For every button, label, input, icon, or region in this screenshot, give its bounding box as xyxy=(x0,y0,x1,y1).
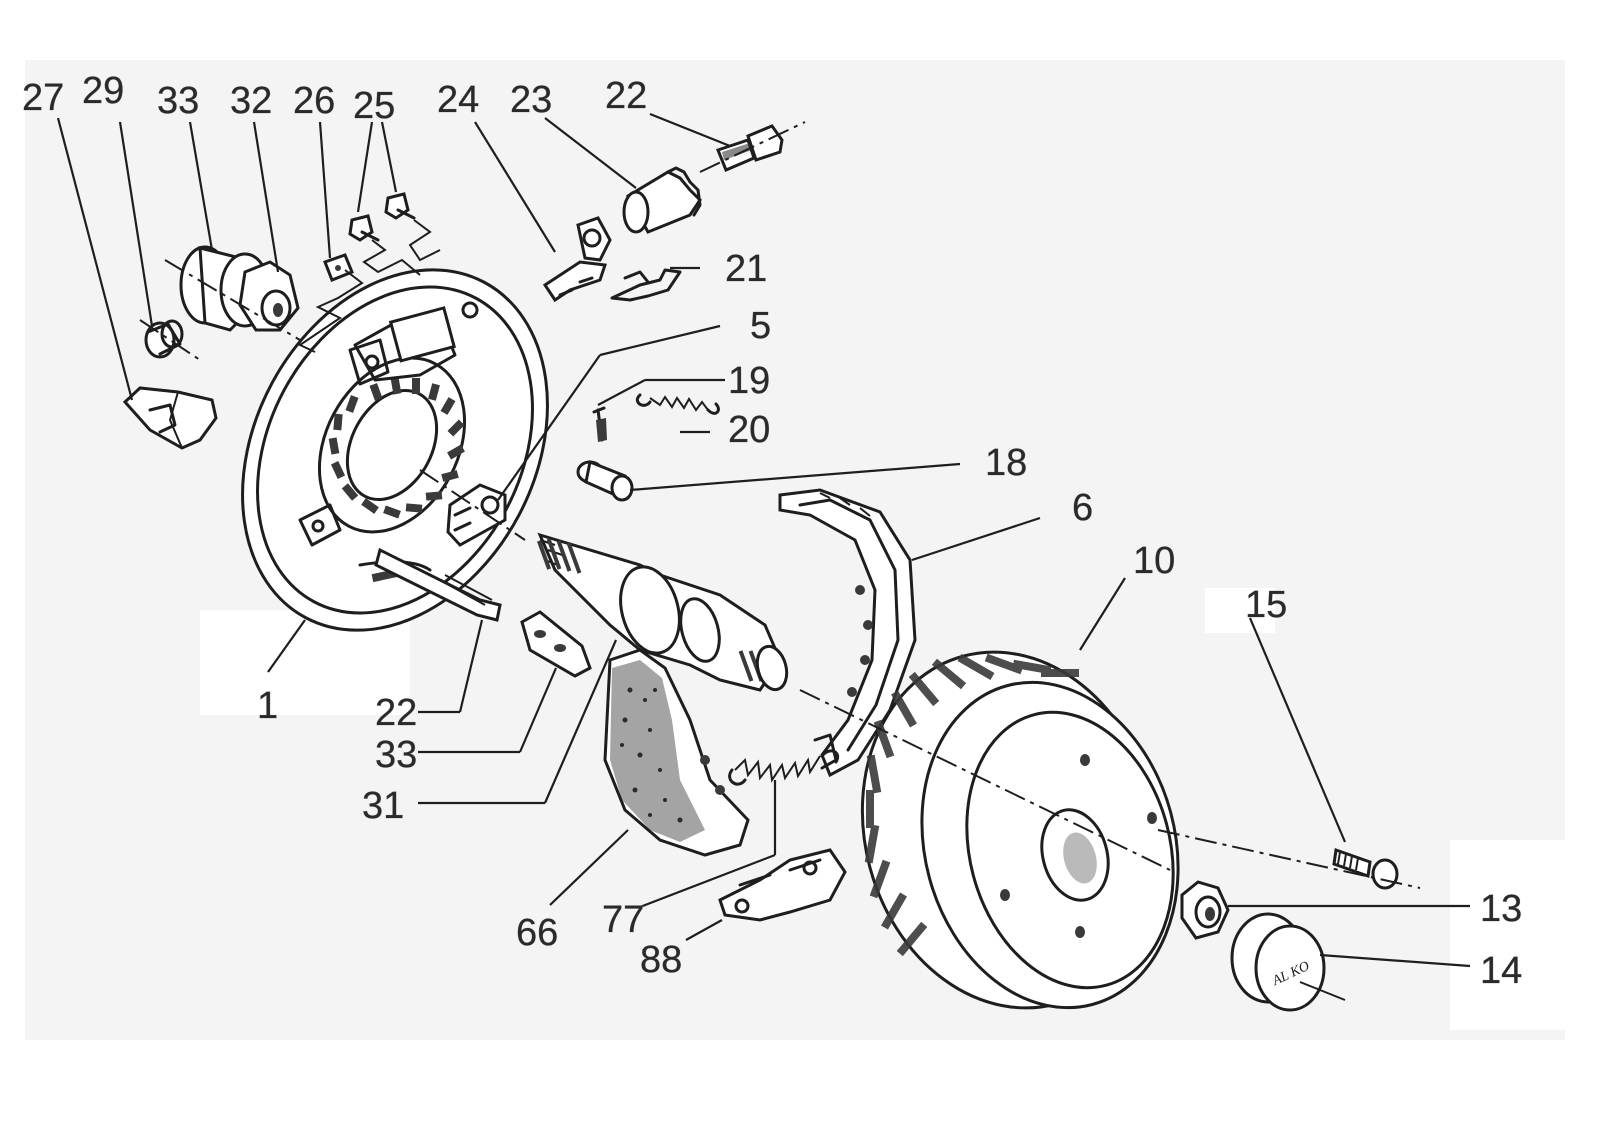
brake-shoe-upper-6 xyxy=(778,488,917,778)
label-25: 25 xyxy=(353,85,395,127)
label-33: 33 xyxy=(157,80,199,122)
label-22-top: 22 xyxy=(605,75,647,117)
hub-cap-14: AL KO xyxy=(1230,912,1346,1012)
label-7: 77 xyxy=(602,899,644,941)
label-13: 13 xyxy=(1480,888,1522,930)
brake-lever-8 xyxy=(718,848,847,922)
adjusting-bolt-22-top xyxy=(699,121,806,173)
label-10: 10 xyxy=(1133,540,1175,582)
label-27: 27 xyxy=(22,77,64,119)
brake-drum-10 xyxy=(799,650,1180,1010)
axle-stub-31 xyxy=(536,532,789,692)
wheel-bolt-15 xyxy=(1157,829,1421,890)
sleeve-29 xyxy=(139,319,201,361)
label-1: 1 xyxy=(257,685,278,727)
pin-19 xyxy=(592,406,607,442)
label-21: 21 xyxy=(725,248,767,290)
label-24: 24 xyxy=(437,79,479,121)
label-18: 18 xyxy=(985,442,1027,484)
adjuster-sleeve-23 xyxy=(622,166,702,234)
pushrod-22 xyxy=(374,547,502,622)
label-22: 22 xyxy=(375,692,417,734)
label-15: 15 xyxy=(1245,584,1287,626)
label-5: 5 xyxy=(750,305,771,347)
label-23: 23 xyxy=(510,79,552,121)
label-32: 32 xyxy=(230,80,272,122)
label-31: 31 xyxy=(362,785,404,827)
part-labels: 27 29 33 32 26 25 24 23 22 21 5 19 20 18… xyxy=(22,70,1523,993)
lever-24 xyxy=(542,216,612,303)
label-6: 66 xyxy=(516,912,558,954)
bolt-18 xyxy=(576,459,634,502)
return-spring-7 xyxy=(728,749,839,786)
screw-25a xyxy=(348,214,421,276)
label-14: 14 xyxy=(1480,950,1522,992)
label-3: 33 xyxy=(375,734,417,776)
nut-32 xyxy=(164,259,301,341)
label-20: 20 xyxy=(728,409,770,451)
hub-nut-13 xyxy=(1180,880,1230,940)
clip-26 xyxy=(297,253,364,353)
label-29: 29 xyxy=(82,70,124,112)
label-26: 26 xyxy=(293,80,335,122)
screw-25b xyxy=(384,192,441,262)
label-8: 88 xyxy=(640,939,682,981)
brake-shoe-lower-6 xyxy=(603,648,750,857)
label-6-top: 6 xyxy=(1072,487,1093,529)
spring-20 xyxy=(635,393,720,415)
bracket-3 xyxy=(520,610,592,678)
drawing-highlight xyxy=(1450,840,1565,1030)
label-19: 19 xyxy=(728,360,770,402)
expander-lever-5 xyxy=(419,469,526,547)
dust-cover-27 xyxy=(122,386,218,450)
leader-lines xyxy=(56,112,1471,968)
spring-clip-21 xyxy=(610,268,682,302)
drawing-highlight xyxy=(1205,588,1275,633)
